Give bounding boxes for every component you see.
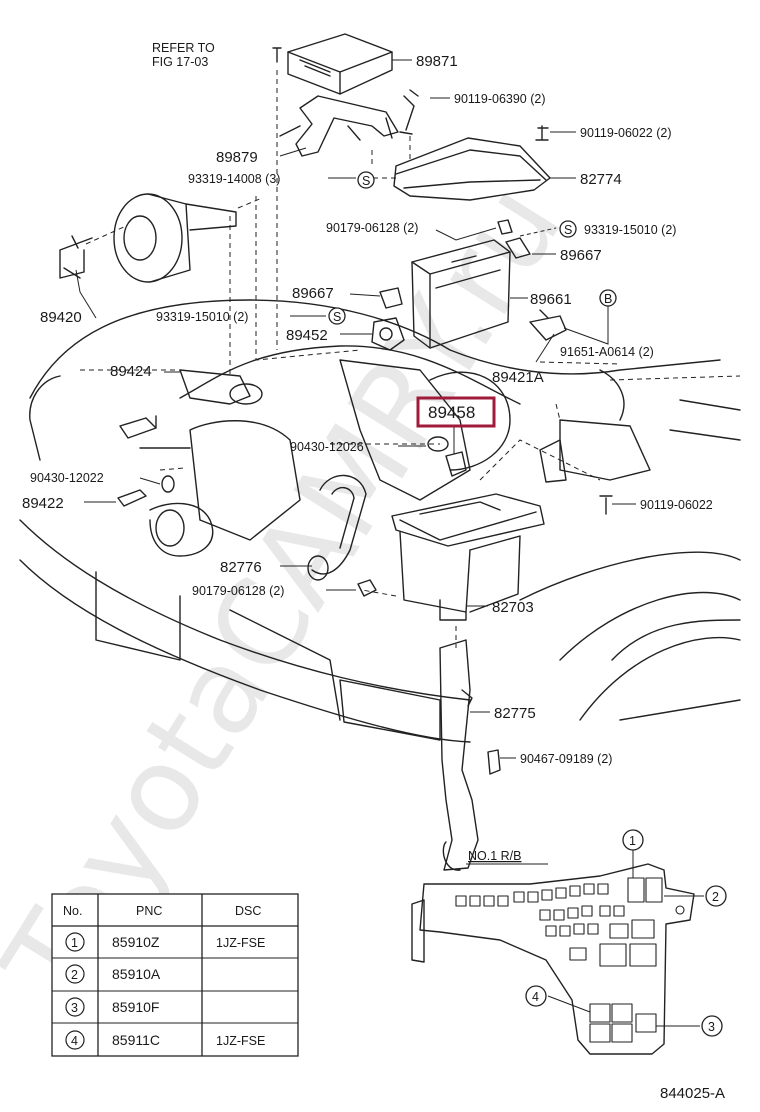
part-label-82774[interactable]: 82774 [580, 171, 622, 188]
part-label-90430-12022[interactable]: 90430-12022 [30, 471, 104, 485]
dashed-lines [80, 70, 741, 648]
part-label-91651-A0614[interactable]: 91651-A0614 (2) [560, 345, 654, 359]
reference-note-line-2: FIG 17-03 [152, 55, 208, 69]
bolt-90119-06022-right-drawing [599, 495, 613, 515]
table-cell-pnc[interactable]: 85910F [112, 999, 159, 1015]
table-cell-no: 1 [71, 936, 78, 950]
bracket-89879-drawing [279, 95, 399, 157]
table-cell-no: 3 [71, 1001, 78, 1015]
part-label-89879[interactable]: 89879 [216, 149, 258, 166]
gasket-90430-12026-drawing [427, 436, 449, 452]
part-label-90119-06022-top[interactable]: 90119-06022 (2) [580, 126, 672, 140]
s-mark-icon [559, 220, 577, 238]
svg-text:B: B [604, 292, 612, 306]
part-label-90179-06128-top[interactable]: 90179-06128 (2) [326, 221, 418, 235]
part-label-90430-12026[interactable]: 90430-12026 [290, 440, 364, 454]
sensor-89422-drawing [117, 489, 147, 507]
part-label-90467-09189[interactable]: 90467-09189 (2) [520, 752, 612, 766]
table-cell-no: 2 [71, 968, 78, 982]
nut-90179-06128-drawing [357, 579, 377, 597]
part-label-89667-left[interactable]: 89667 [292, 285, 334, 302]
bolt-90119-06390-drawing [399, 89, 419, 135]
s-mark-symbols: S S S B [328, 171, 617, 325]
s-mark-icon [328, 307, 346, 325]
part-label-89421A[interactable]: 89421A [492, 369, 544, 386]
table-row: 2 85910A [65, 964, 161, 984]
svg-text:1: 1 [629, 834, 636, 848]
svg-text:S: S [564, 223, 572, 237]
part-label-93319-14008[interactable]: 93319-14008 (3) [188, 172, 280, 186]
sensor-89452-drawing [371, 317, 405, 351]
part-label-89871[interactable]: 89871 [416, 53, 458, 70]
part-label-82776[interactable]: 82776 [220, 559, 262, 576]
relay-block-title: NO.1 R/B [468, 849, 522, 863]
ecu-89661-drawing [411, 239, 511, 349]
highlight-box-89458 [416, 396, 496, 428]
callout-4-icon[interactable] [525, 985, 547, 1007]
cover-82774-drawing [393, 137, 551, 201]
part-label-89424[interactable]: 89424 [110, 363, 152, 380]
intake-82703-drawing [391, 493, 545, 621]
body-lines-drawing [19, 375, 741, 743]
brake-booster-drawing [59, 193, 237, 283]
table-row: 1 85910Z 1JZ-FSE [65, 932, 265, 952]
table-cell-pnc[interactable]: 85910Z [112, 934, 160, 950]
part-labels: 89871 90119-06390 (2) 90119-06022 (2) 89… [22, 53, 713, 766]
part-label-89420[interactable]: 89420 [40, 309, 82, 326]
line-art [19, 33, 741, 1055]
table-header-no: No. [63, 904, 82, 918]
callout-2-icon[interactable] [705, 885, 727, 907]
bolt-90119-06022-drawing [535, 125, 549, 141]
part-label-90119-06390[interactable]: 90119-06390 (2) [454, 92, 546, 106]
callouts: 1 2 3 4 [525, 829, 727, 1037]
reference-note-line-1: REFER TO [152, 41, 215, 55]
bracket-89667-left-drawing [379, 287, 403, 309]
table-cell-dsc: 1JZ-FSE [216, 1034, 265, 1048]
callout-1-icon[interactable] [622, 829, 644, 851]
table-header-dsc: DSC [235, 904, 261, 918]
part-label-89667-right[interactable]: 89667 [560, 247, 602, 264]
table-row: 3 85910F [65, 997, 159, 1017]
part-label-90119-06022-right[interactable]: 90119-06022 [640, 498, 713, 512]
table-cell-no: 4 [71, 1034, 78, 1048]
part-label-90179-06128-low[interactable]: 90179-06128 (2) [192, 584, 284, 598]
table-row: 4 85911C 1JZ-FSE [65, 1030, 265, 1050]
part-label-82703[interactable]: 82703 [492, 599, 534, 616]
part-label-93319-15010-left[interactable]: 93319-15010 (2) [156, 310, 248, 324]
s-mark-icon [357, 171, 375, 189]
sensor-89421A-drawing [529, 309, 567, 341]
svg-text:S: S [362, 174, 370, 188]
nut-90179-06128-top-drawing [497, 219, 513, 235]
engine-outline-drawing [29, 299, 741, 557]
svg-text:S: S [333, 310, 341, 324]
table-cell-pnc[interactable]: 85910A [112, 966, 161, 982]
gasket-90430-12022-drawing [161, 475, 175, 493]
part-label-93319-15010-right[interactable]: 93319-15010 (2) [584, 223, 676, 237]
pnc-table: No. PNC DSC 1 85910Z 1JZ-FSE 2 85910A 3 … [51, 893, 299, 1057]
table-cell-dsc: 1JZ-FSE [216, 936, 265, 950]
figure-code: 844025-A [660, 1085, 725, 1102]
relay-block-drawing [411, 863, 695, 1055]
part-label-89661[interactable]: 89661 [530, 291, 572, 308]
part-label-89452[interactable]: 89452 [286, 327, 328, 344]
sensor-89458-drawing [445, 451, 467, 477]
clip-90467-drawing [487, 749, 501, 775]
table-cell-pnc[interactable]: 85911C [112, 1032, 160, 1048]
svg-text:2: 2 [712, 890, 719, 904]
table-header-pnc: PNC [136, 904, 162, 918]
leader-lines [75, 59, 704, 1027]
duct-82775-drawing [439, 639, 479, 871]
callout-3-icon[interactable] [701, 1015, 723, 1037]
bracket-89667-right-drawing [505, 237, 531, 259]
hose-82776-drawing [307, 474, 367, 581]
b-mark-icon [599, 289, 617, 307]
part-label-89422[interactable]: 89422 [22, 495, 64, 512]
part-label-82775[interactable]: 82775 [494, 705, 536, 722]
part-label-89458[interactable]: 89458 [428, 403, 475, 422]
ecu-89871-drawing [272, 33, 393, 95]
sensor-89424-drawing [119, 415, 157, 439]
svg-text:3: 3 [708, 1020, 715, 1034]
svg-text:4: 4 [532, 990, 539, 1004]
